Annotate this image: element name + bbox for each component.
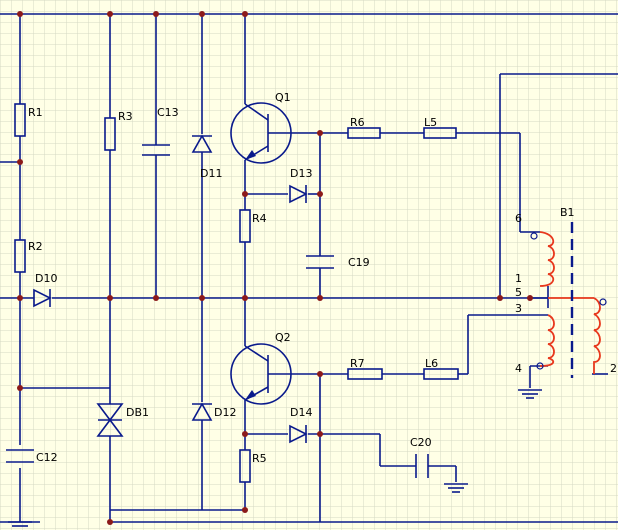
diode-DB1: DB1	[96, 403, 149, 437]
pin-4: 4	[515, 362, 522, 375]
diode-D10: D10	[33, 272, 57, 308]
phase-dot-icon	[599, 298, 607, 306]
capacitor-C20: C20	[410, 436, 432, 478]
resistor-R6: R6	[347, 116, 381, 139]
diode-D12: D12	[191, 402, 236, 421]
resistor-R1: R1	[14, 103, 43, 137]
transistor-Q2: Q2	[230, 331, 292, 405]
label-Q2: Q2	[275, 331, 291, 344]
pin-6: 6	[515, 212, 522, 225]
label-D11: D11	[200, 167, 222, 180]
label-D13: D13	[290, 167, 312, 180]
label-D12: D12	[214, 406, 236, 419]
pin-2: 2	[610, 362, 617, 375]
transformer-B1: B1 6 1 5 3 4 2	[515, 206, 617, 378]
label-Q1: Q1	[275, 91, 291, 104]
inductor-L5: L5	[423, 116, 457, 139]
resistor-R7: R7	[347, 357, 383, 380]
diode-D13: D13	[289, 167, 312, 204]
label-C19: C19	[348, 256, 370, 269]
label-R2: R2	[28, 240, 43, 253]
resistor-R3: R3	[104, 110, 133, 151]
transistor-Q1: Q1	[230, 91, 292, 164]
pin-5: 5	[515, 286, 522, 299]
label-D14: D14	[290, 406, 312, 419]
label-B1: B1	[560, 206, 575, 219]
label-D10: D10	[35, 272, 57, 285]
label-R7: R7	[350, 357, 365, 370]
capacitor-C19: C19	[306, 255, 370, 269]
label-DB1: DB1	[126, 406, 149, 419]
label-C13: C13	[157, 106, 179, 119]
wires	[0, 13, 618, 523]
label-R6: R6	[350, 116, 365, 129]
label-R5: R5	[252, 452, 267, 465]
label-R3: R3	[118, 110, 133, 123]
capacitor-C12: C12	[6, 449, 58, 464]
resistor-R5: R5	[239, 449, 267, 483]
junction-dots	[17, 11, 533, 525]
label-L6: L6	[425, 357, 438, 370]
resistor-R2: R2	[14, 239, 43, 273]
resistor-R4: R4	[239, 209, 267, 243]
ground-icon	[518, 389, 542, 399]
diode-D11: D11	[191, 134, 222, 180]
diode-D14: D14	[289, 406, 312, 444]
label-L5: L5	[424, 116, 437, 129]
ground-icon	[444, 483, 468, 493]
pin-3: 3	[515, 302, 522, 315]
phase-dot-icon	[530, 232, 538, 240]
inductor-L6: L6	[423, 357, 459, 380]
ground-icon	[8, 521, 32, 527]
label-C12: C12	[36, 451, 58, 464]
label-R4: R4	[252, 212, 267, 225]
capacitor-C13: C13	[142, 106, 179, 156]
label-C20: C20	[410, 436, 432, 449]
label-R1: R1	[28, 106, 43, 119]
pin-1: 1	[515, 272, 522, 285]
phase-dot-icon	[536, 362, 544, 370]
